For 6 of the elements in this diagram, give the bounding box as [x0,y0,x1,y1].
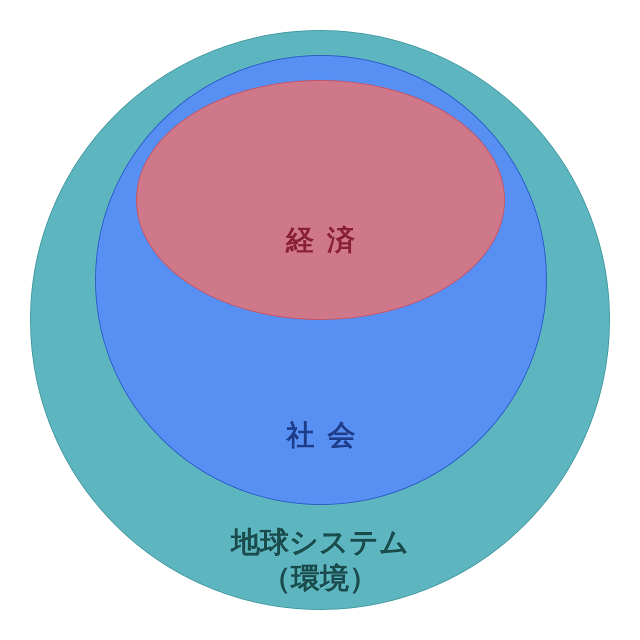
region-label: 経済 [284,222,368,258]
outer-circle [30,30,610,610]
middle-circle [95,55,547,505]
region-label: 社会 [285,418,368,452]
region-label: 地球システム（環境） [229,524,410,596]
inner-ellipse [136,80,505,320]
